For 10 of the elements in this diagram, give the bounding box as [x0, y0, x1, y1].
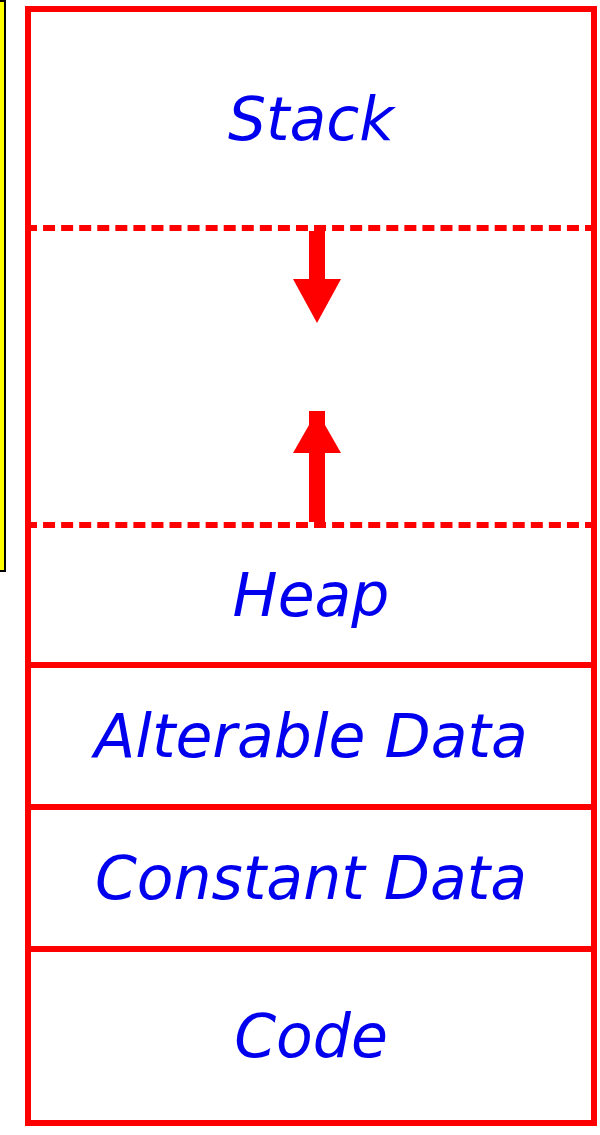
- segment-label: Stack: [227, 85, 395, 152]
- memory-segment: [25, 952, 597, 1126]
- free-space-segment: [25, 231, 597, 528]
- memory-segment: [25, 668, 597, 810]
- segment-label: Constant Data: [94, 845, 528, 911]
- segment-label: Heap: [232, 562, 390, 628]
- segment-label: Code: [234, 1003, 388, 1069]
- memory-segment: [25, 6, 597, 231]
- memory-segment: [25, 810, 597, 952]
- memory-segment: [25, 528, 597, 668]
